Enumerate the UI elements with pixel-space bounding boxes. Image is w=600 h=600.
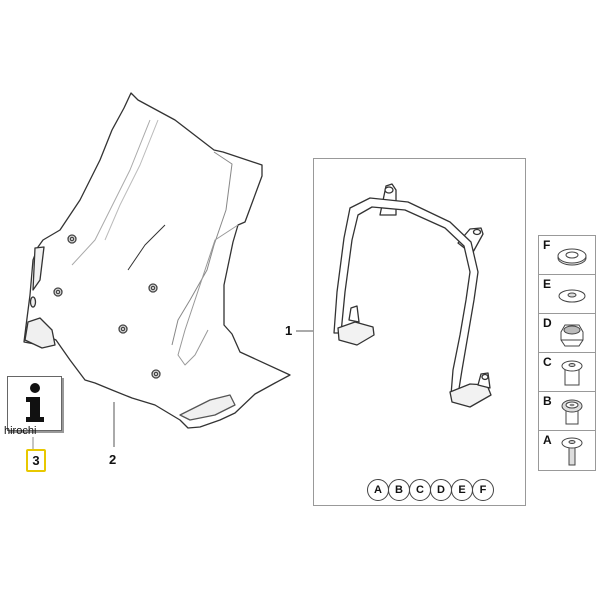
info-icon [26, 383, 44, 422]
hardware-letter: B [543, 394, 552, 408]
hardware-letter: F [543, 238, 551, 252]
callout-label-2[interactable]: 2 [109, 452, 117, 467]
info-button[interactable] [7, 376, 62, 431]
hardware-item-f[interactable]: F [539, 236, 595, 275]
kit-letter-f[interactable]: F [472, 479, 494, 501]
hardware-letter: C [543, 355, 552, 369]
kit-letter-a[interactable]: A [367, 479, 389, 501]
hardware-item-a[interactable]: A [539, 431, 595, 469]
watermark-text: hirochi [4, 425, 37, 437]
hardware-item-d[interactable]: D [539, 314, 595, 353]
kit-letter-c[interactable]: C [409, 479, 431, 501]
spacer-bushing-icon [561, 360, 583, 386]
hardware-letter: E [543, 277, 552, 291]
hardware-letter: A [543, 433, 552, 447]
grommet-icon [561, 399, 583, 425]
kit-letter-d[interactable]: D [430, 479, 452, 501]
mounting-bracket-part[interactable] [333, 183, 492, 408]
bracket-kit-frame [313, 158, 526, 506]
mount-holes [53, 234, 161, 379]
hardware-legend: F E D C B [538, 235, 596, 471]
reference-badge-3[interactable]: 3 [26, 449, 46, 472]
hardware-item-c[interactable]: C [539, 353, 595, 392]
bolt-icon [561, 437, 583, 466]
hex-nut-icon [560, 324, 584, 347]
large-washer-icon [557, 248, 587, 266]
kit-letter-e[interactable]: E [451, 479, 473, 501]
hardware-item-e[interactable]: E [539, 275, 595, 314]
kit-letter-b[interactable]: B [388, 479, 410, 501]
kit-contents-row: A B C D E F [367, 479, 494, 501]
callout-label-1[interactable]: 1 [285, 323, 293, 338]
windshield-part[interactable] [23, 92, 291, 429]
hardware-letter: D [543, 316, 552, 330]
washer-icon [558, 289, 586, 303]
hardware-item-b[interactable]: B [539, 392, 595, 431]
